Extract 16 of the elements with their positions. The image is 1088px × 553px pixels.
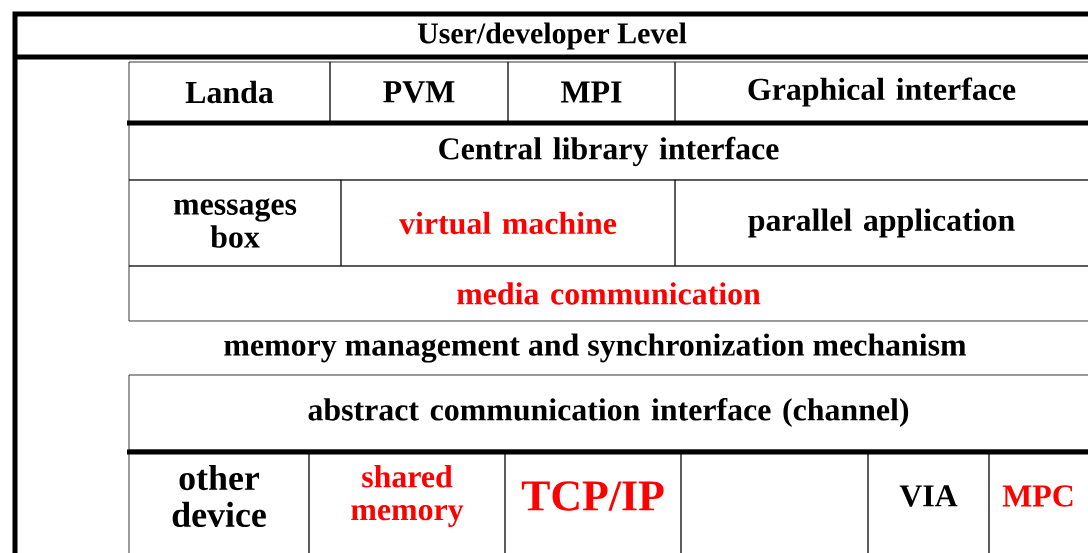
layer-cell: parallel application (674, 179, 1088, 267)
layer-cell: other device (128, 451, 310, 553)
layer-label: memory management and synchronization mechanism (224, 333, 967, 363)
layer-cell: media communication (128, 265, 1088, 322)
layer-cell: VIA (867, 451, 990, 553)
layer-cell: Landa (128, 61, 331, 123)
layer-cell: TCP/IP (504, 451, 682, 553)
layer-cell: messages box (128, 179, 342, 267)
layer-cell: Central library interface (128, 122, 1088, 181)
layer-cell: MPI (507, 61, 676, 123)
layer-cell: PVM (329, 61, 509, 123)
layer-cell: abstract communication interface (channel) (128, 374, 1088, 451)
layer-cell: shared memory (308, 451, 506, 553)
layer-cell: Graphical interface (674, 61, 1088, 123)
layer-cell: MPC (988, 451, 1088, 553)
layer-cell: virtual machine (340, 179, 676, 267)
